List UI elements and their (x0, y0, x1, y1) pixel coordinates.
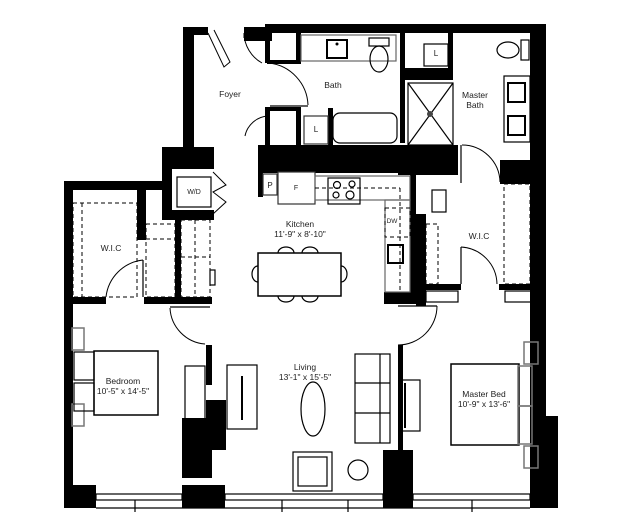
wic-right-name: W.I.C (468, 231, 490, 241)
wic-left-name: W.I.C (100, 243, 122, 253)
room-label-kitchen: Kitchen 11'-9" x 8'-10" (274, 219, 326, 239)
room-label-bedroom: Bedroom 10'-5" x 14'-5" (97, 376, 149, 396)
room-label-master-bed: Master Bed 10'-9" x 13'-6" (458, 389, 510, 409)
walls (64, 24, 558, 508)
bath-fixtures (300, 34, 531, 146)
room-label-living: Living 13'-1" x 15'-5" (279, 362, 331, 382)
closet-shelving (72, 183, 531, 298)
windows (95, 493, 531, 512)
room-label-wic-right: W.I.C (469, 231, 490, 241)
kitchen-fixtures (251, 171, 411, 303)
bedroom-dims: 10'-5" x 14'-5" (96, 386, 150, 396)
fridge-label: F (293, 185, 299, 192)
dishwasher-label: DW (386, 218, 398, 225)
linen-closet-bath-label: L (313, 125, 319, 134)
master-bath-line1: Master (462, 90, 488, 100)
washer-dryer-label: W/D (187, 189, 201, 196)
bedroom-name: Bedroom (105, 376, 141, 386)
linen-closet-master-label: L (433, 49, 439, 58)
living-dims: 13'-1" x 15'-5" (278, 372, 332, 382)
room-label-foyer: Foyer (219, 89, 241, 99)
doors (105, 29, 501, 346)
room-label-bath: Bath (324, 80, 342, 90)
room-label-wic-left: W.I.C (101, 243, 122, 253)
master-bed-dims: 10'-9" x 13'-6" (457, 399, 511, 409)
bedroom-furniture (71, 327, 258, 430)
master-bath-line2: Bath (466, 100, 484, 110)
bath-name: Bath (324, 80, 342, 90)
living-name: Living (293, 362, 317, 372)
pantry-label: P (267, 181, 273, 190)
master-bed-name: Master Bed (462, 389, 506, 399)
room-label-master-bath: Master Bath (462, 90, 488, 110)
living-furniture (292, 353, 391, 492)
kitchen-dims: 11'-9" x 8'-10" (274, 229, 326, 239)
master-bed-furniture (399, 290, 539, 469)
foyer-name: Foyer (219, 89, 241, 99)
washer-dryer (176, 176, 212, 208)
kitchen-name: Kitchen (285, 219, 315, 229)
